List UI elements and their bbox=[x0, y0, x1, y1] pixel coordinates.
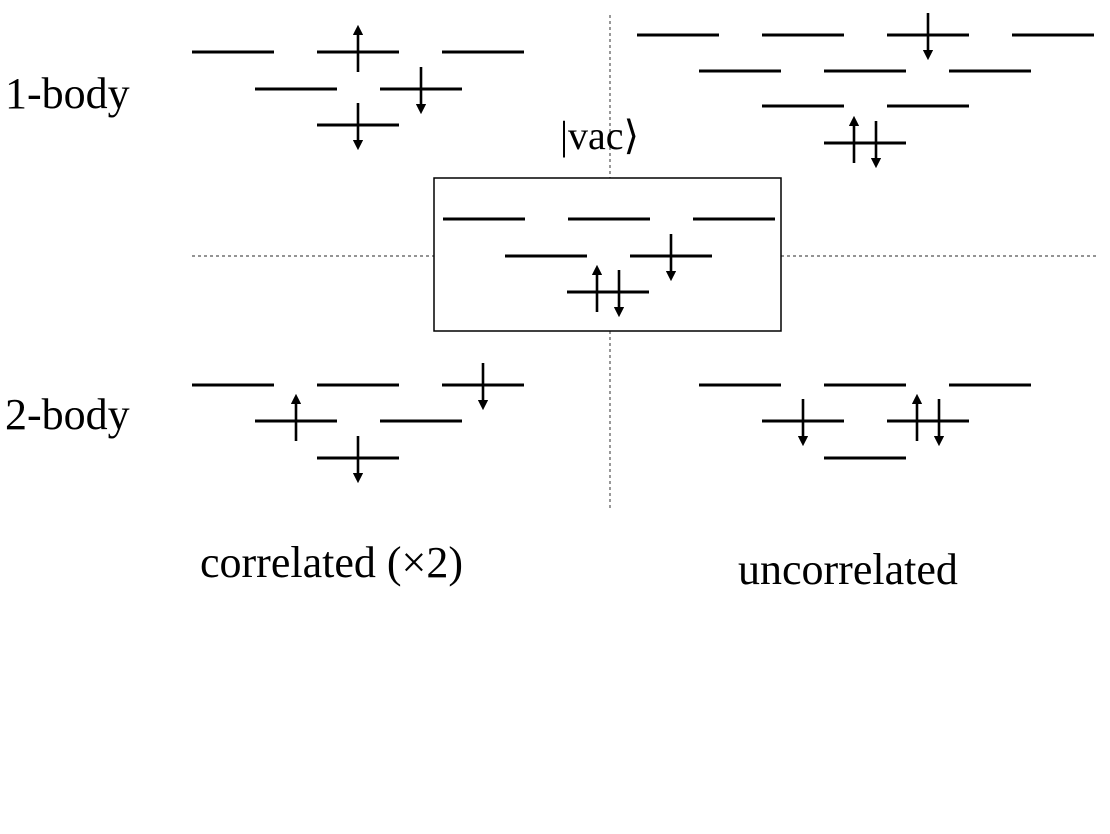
vacuum-panel bbox=[443, 217, 775, 318]
quadrant-dividers bbox=[192, 15, 1098, 510]
correlated-label: correlated (×2) bbox=[200, 538, 463, 587]
vacuum-box bbox=[433, 177, 782, 332]
energy-levels bbox=[192, 13, 1094, 484]
uncorrelated-label: uncorrelated bbox=[738, 545, 958, 594]
two-body-label: 2-body bbox=[5, 390, 130, 439]
one-body-uncorrelated-panel bbox=[637, 13, 1094, 169]
one-body-label: 1-body bbox=[5, 69, 130, 118]
vacuum-label: |vac⟩ bbox=[560, 113, 640, 158]
two-body-uncorrelated-panel bbox=[699, 383, 1031, 460]
two-body-correlated-panel bbox=[192, 363, 524, 484]
one-body-correlated-panel bbox=[192, 24, 524, 151]
